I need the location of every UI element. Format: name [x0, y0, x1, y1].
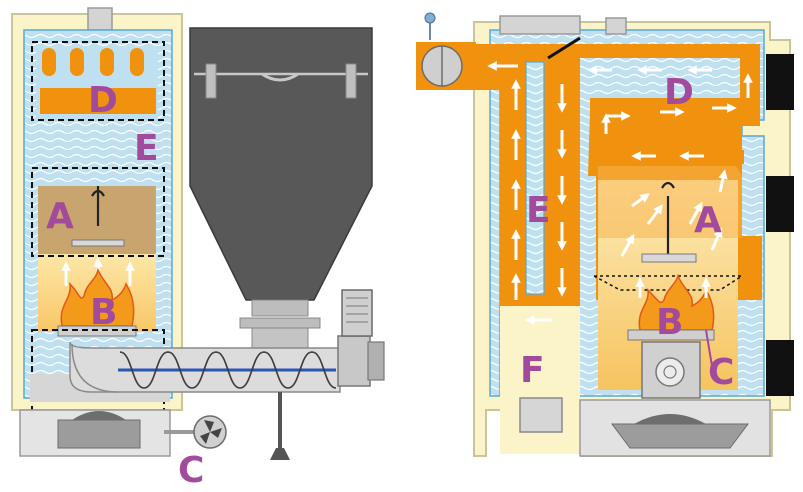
right-panel-top	[766, 54, 794, 110]
right-burner-fan	[655, 357, 685, 387]
label-right-c: C	[708, 352, 734, 393]
right-panel-middle	[766, 176, 794, 232]
auger-motor-housing	[337, 335, 371, 387]
hopper-flange	[239, 317, 321, 329]
hopper-neck	[251, 299, 309, 317]
blower-probe	[424, 12, 436, 24]
hopper-clamp-right	[345, 63, 357, 99]
left-boiler: D E A B	[11, 7, 183, 457]
hopper-handle	[261, 72, 299, 82]
label-left-b: B	[90, 292, 117, 333]
label-left-a: A	[46, 196, 74, 237]
label-left-d: D	[88, 80, 118, 121]
left-chimney	[87, 7, 113, 31]
left-ash-pile	[72, 411, 126, 420]
left-flame	[60, 267, 135, 327]
right-panel-bottom	[766, 340, 794, 396]
left-exchanger-tubes	[40, 48, 156, 114]
auger-motor-cap	[367, 341, 385, 381]
label-right-f: F	[520, 350, 545, 391]
right-ash-pile	[634, 414, 706, 424]
left-fan: C	[164, 415, 227, 491]
left-hook	[91, 186, 105, 226]
right-flow-arrows	[487, 61, 753, 325]
right-flue-top	[474, 44, 760, 292]
auger-elbow	[71, 343, 119, 393]
hopper-clamp-left	[205, 63, 217, 99]
right-burner-plate	[627, 329, 715, 341]
right-boiler: D E A B C F	[416, 12, 794, 457]
right-burner-fan-hub	[663, 365, 677, 379]
label-right-a: A	[694, 200, 722, 241]
label-right-b: B	[656, 302, 683, 343]
right-flue-outlet	[499, 15, 581, 35]
label-right-e: E	[526, 190, 551, 231]
right-side-panels	[766, 54, 794, 396]
pellet-feeder	[69, 27, 385, 460]
right-c-pointer	[705, 329, 715, 379]
right-hook	[661, 181, 675, 254]
auger-screw	[119, 351, 337, 389]
label-left-c: C	[178, 450, 204, 491]
label-right-d: D	[664, 72, 694, 113]
label-left-e: E	[134, 128, 159, 169]
left-zone-d-outline	[31, 41, 165, 121]
left-zone-a-outline	[31, 167, 165, 257]
right-inner-baffle	[525, 61, 545, 295]
hopper-body	[189, 27, 373, 301]
right-cleanout-door	[519, 397, 563, 433]
right-damper	[547, 36, 581, 60]
right-ash-pan	[611, 423, 749, 449]
right-baffle-plate	[641, 253, 697, 263]
right-vent	[605, 17, 627, 35]
left-baffle-plate	[71, 239, 125, 247]
motor-fins	[346, 297, 368, 323]
left-ash-pan	[57, 419, 141, 449]
motor-body	[341, 289, 373, 337]
right-chamber-top	[598, 166, 742, 238]
feeder-foot	[270, 448, 290, 460]
left-fan-blades	[200, 420, 222, 444]
